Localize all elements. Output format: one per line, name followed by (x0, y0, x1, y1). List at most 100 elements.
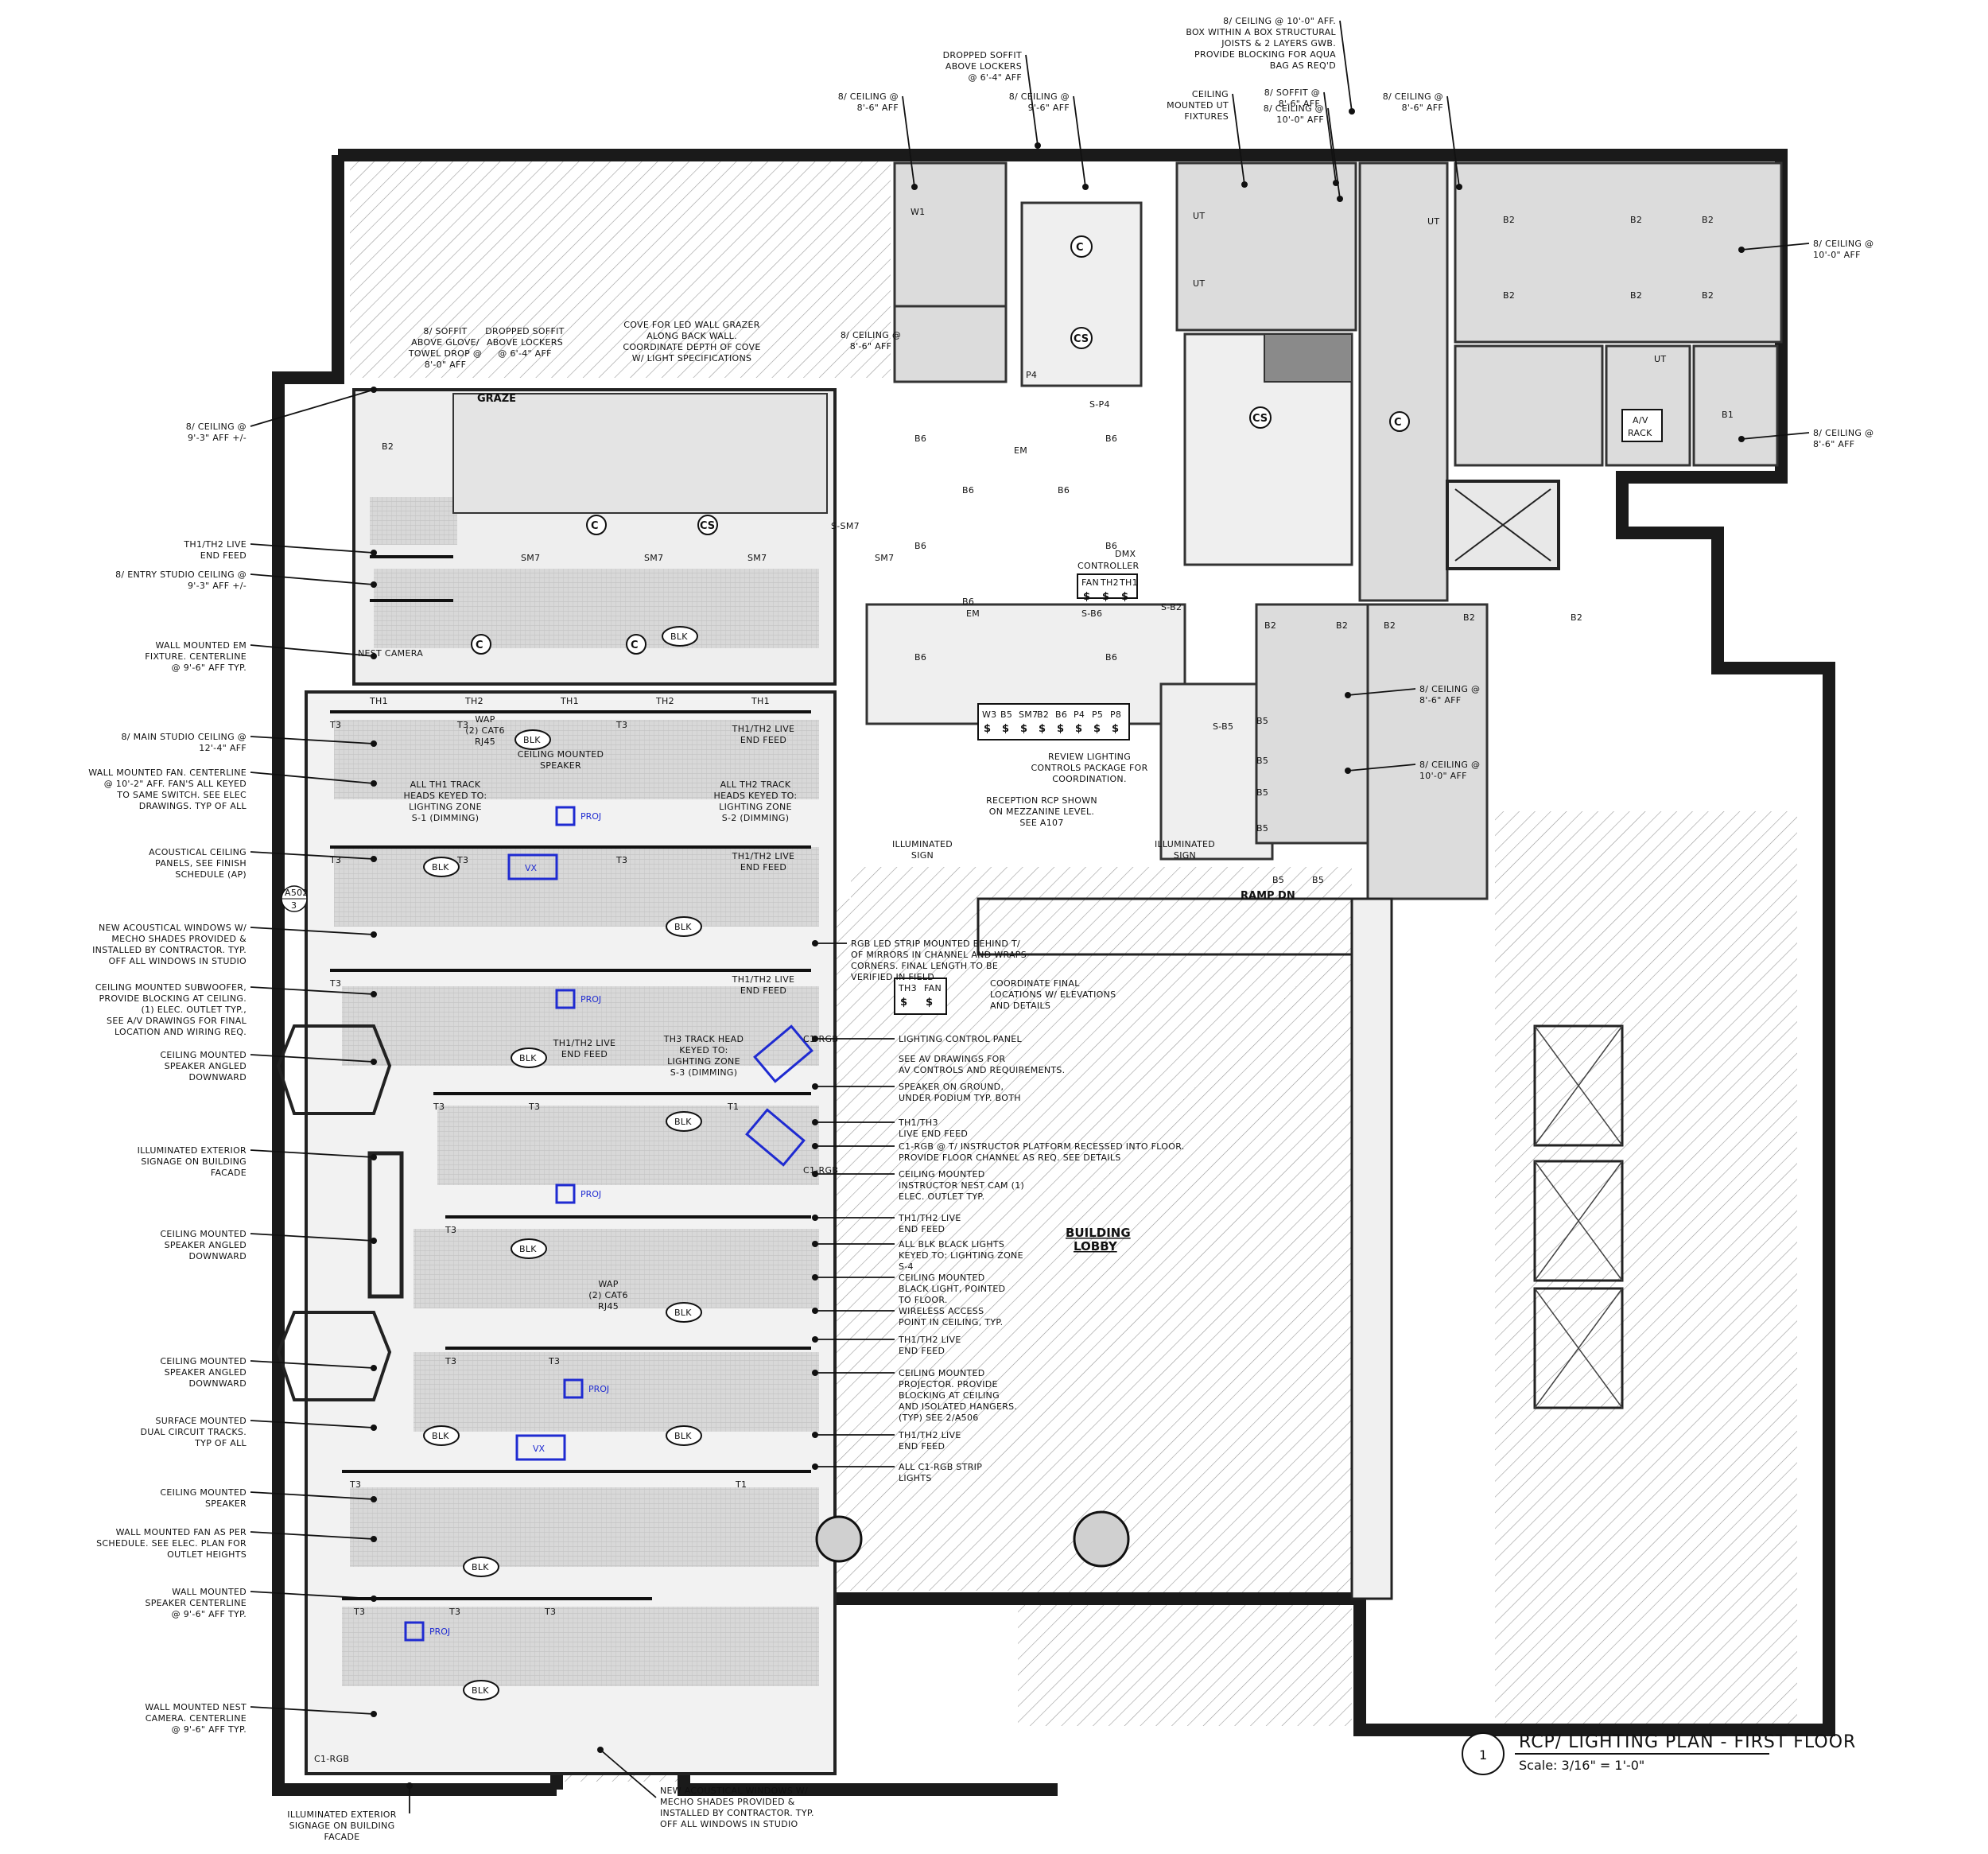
svg-text:S-P4: S-P4 (1089, 399, 1110, 410)
svg-text:TH1: TH1 (751, 696, 770, 706)
center-note-line: END FEED (561, 1049, 608, 1059)
leader-dot (812, 1336, 818, 1343)
top-note-line: MOUNTED UT (1167, 100, 1229, 111)
center-note-line: END FEED (740, 985, 786, 996)
center-note-line: SEE A107 (1019, 818, 1063, 828)
mid-note-line: CORNERS. FINAL LENGTH TO BE (851, 961, 998, 971)
leader-dot (812, 1463, 818, 1470)
right-note: 8/ CEILING @8'-6" AFF (1813, 428, 1873, 449)
svg-text:BLK: BLK (472, 1685, 489, 1696)
svg-text:EM: EM (966, 608, 980, 619)
leader-line (250, 1054, 375, 1063)
fixture-c: C (631, 639, 639, 651)
svg-text:B2: B2 (1503, 290, 1515, 301)
mid-note-line: PROJECTOR. PROVIDE (899, 1379, 998, 1390)
mid-note-line: END FEED (899, 1346, 945, 1356)
mid-note-line: END FEED (899, 1441, 945, 1452)
right-note-line: 8/ CEILING @ (1813, 239, 1873, 249)
inner-note-line: ABOVE LOCKERS (487, 337, 563, 348)
top-note: 8/ SOFFIT @8'-6" AFF (1264, 87, 1320, 109)
track-tags: T3 T3 T3 T3 T3 T3 T3 T3 T3 T1 T3 T3 T3 T… (329, 696, 770, 1617)
top-note-line: BOX WITHIN A BOX STRUCTURAL (1186, 27, 1336, 37)
center-note-line: REVIEW LIGHTING (1048, 752, 1131, 762)
left-note-line: CEILING MOUNTED SUBWOOFER, (95, 982, 247, 993)
top-note: 8/ CEILING @ 10'-0" AFF.BOX WITHIN A BOX… (1186, 16, 1336, 71)
center-note-line: S-2 (DIMMING) (722, 813, 790, 823)
svg-text:S-B5: S-B5 (1213, 721, 1233, 732)
top-note-line: 8'-6" AFF (1402, 103, 1443, 113)
center-note-line: ALL TH1 TRACK (410, 779, 481, 790)
leader-dot (1738, 436, 1745, 442)
leader-line (250, 543, 375, 554)
section-ref: A502 (285, 888, 309, 898)
mid-note-line: CEILING MOUNTED (899, 1169, 985, 1180)
left-note-line: WALL MOUNTED (172, 1587, 247, 1597)
svg-text:SM7: SM7 (644, 553, 663, 563)
leader-dot (1349, 108, 1355, 115)
svg-text:C1-RGB: C1-RGB (803, 1165, 838, 1176)
svg-text:T3: T3 (445, 1356, 456, 1366)
leader-dot (812, 1274, 818, 1281)
left-note-line: DOWNWARD (188, 1072, 247, 1082)
top-note-line: 10'-0" AFF (1276, 115, 1324, 125)
controller-label: CONTROLLER (1077, 561, 1139, 571)
left-note-line: WALL MOUNTED EM (155, 640, 247, 651)
leader-dot (812, 1215, 818, 1221)
blue-av-symbols: PROJ PROJ PROJ PROJ PROJ VX VX (404, 806, 813, 1642)
leader-dot (371, 387, 377, 393)
section-num: 3 (291, 900, 297, 911)
svg-text:BLK: BLK (472, 1562, 489, 1572)
center-note-line: RECEPTION RCP SHOWN (986, 795, 1097, 806)
top-note-line: CEILING (1192, 89, 1229, 99)
inner-note-line: @ 6'-4" AFF (498, 348, 552, 359)
left-note-line: ACOUSTICAL CEILING (149, 847, 247, 857)
mid-note-line: INSTRUCTOR NEST CAM (1) (899, 1180, 1024, 1191)
left-note-line: (1) ELEC. OUTLET TYP., (142, 1005, 247, 1015)
left-note-line: DOWNWARD (188, 1251, 247, 1261)
svg-text:B6: B6 (1105, 541, 1117, 551)
leader-dot (812, 1308, 818, 1314)
switch-symbol: $ (1112, 723, 1119, 735)
top-note-line: BAG AS REQ'D (1270, 60, 1336, 71)
left-note-line: 9'-3" AFF +/- (188, 433, 247, 443)
center-note-line: CONTROLS PACKAGE FOR (1031, 763, 1147, 773)
left-note-line: PROVIDE BLOCKING AT CEILING. (99, 993, 247, 1004)
mid-note-line: S-4 (899, 1261, 914, 1272)
switch-symbol: $ (984, 723, 991, 735)
leader-line (250, 1706, 375, 1715)
inner-note-line: 8'-0" AFF (425, 360, 466, 370)
mid-note-line: LIGHTING CONTROL PANEL (899, 1034, 1023, 1044)
left-note-line: SPEAKER ANGLED (165, 1367, 247, 1378)
mid-note-line: CEILING MOUNTED (899, 1273, 985, 1283)
top-note-line: 8'-6" AFF (857, 103, 899, 113)
projector-label: PROJ (580, 1189, 601, 1199)
left-note-line: SPEAKER ANGLED (165, 1240, 247, 1250)
svg-text:B2: B2 (1503, 215, 1515, 225)
left-note-line: WALL MOUNTED FAN AS PER (116, 1527, 247, 1537)
svg-text:S-B6: S-B6 (1081, 608, 1102, 619)
top-note: 8/ CEILING @8'-6" AFF (1383, 91, 1443, 113)
svg-text:T3: T3 (445, 1225, 456, 1235)
mid-note-line: TO FLOOR. (898, 1295, 948, 1305)
leader-line (250, 927, 375, 935)
left-note-line: @ 9'-6" AFF TYP. (172, 663, 247, 673)
left-note-line: TH1/TH2 LIVE (183, 539, 247, 550)
svg-text:BLK: BLK (523, 735, 541, 745)
leader-dot (812, 1119, 818, 1125)
leader-dot (371, 653, 377, 659)
mid-note-line: C1-RGB @ T/ INSTRUCTOR PLATFORM RECESSED… (899, 1141, 1185, 1152)
